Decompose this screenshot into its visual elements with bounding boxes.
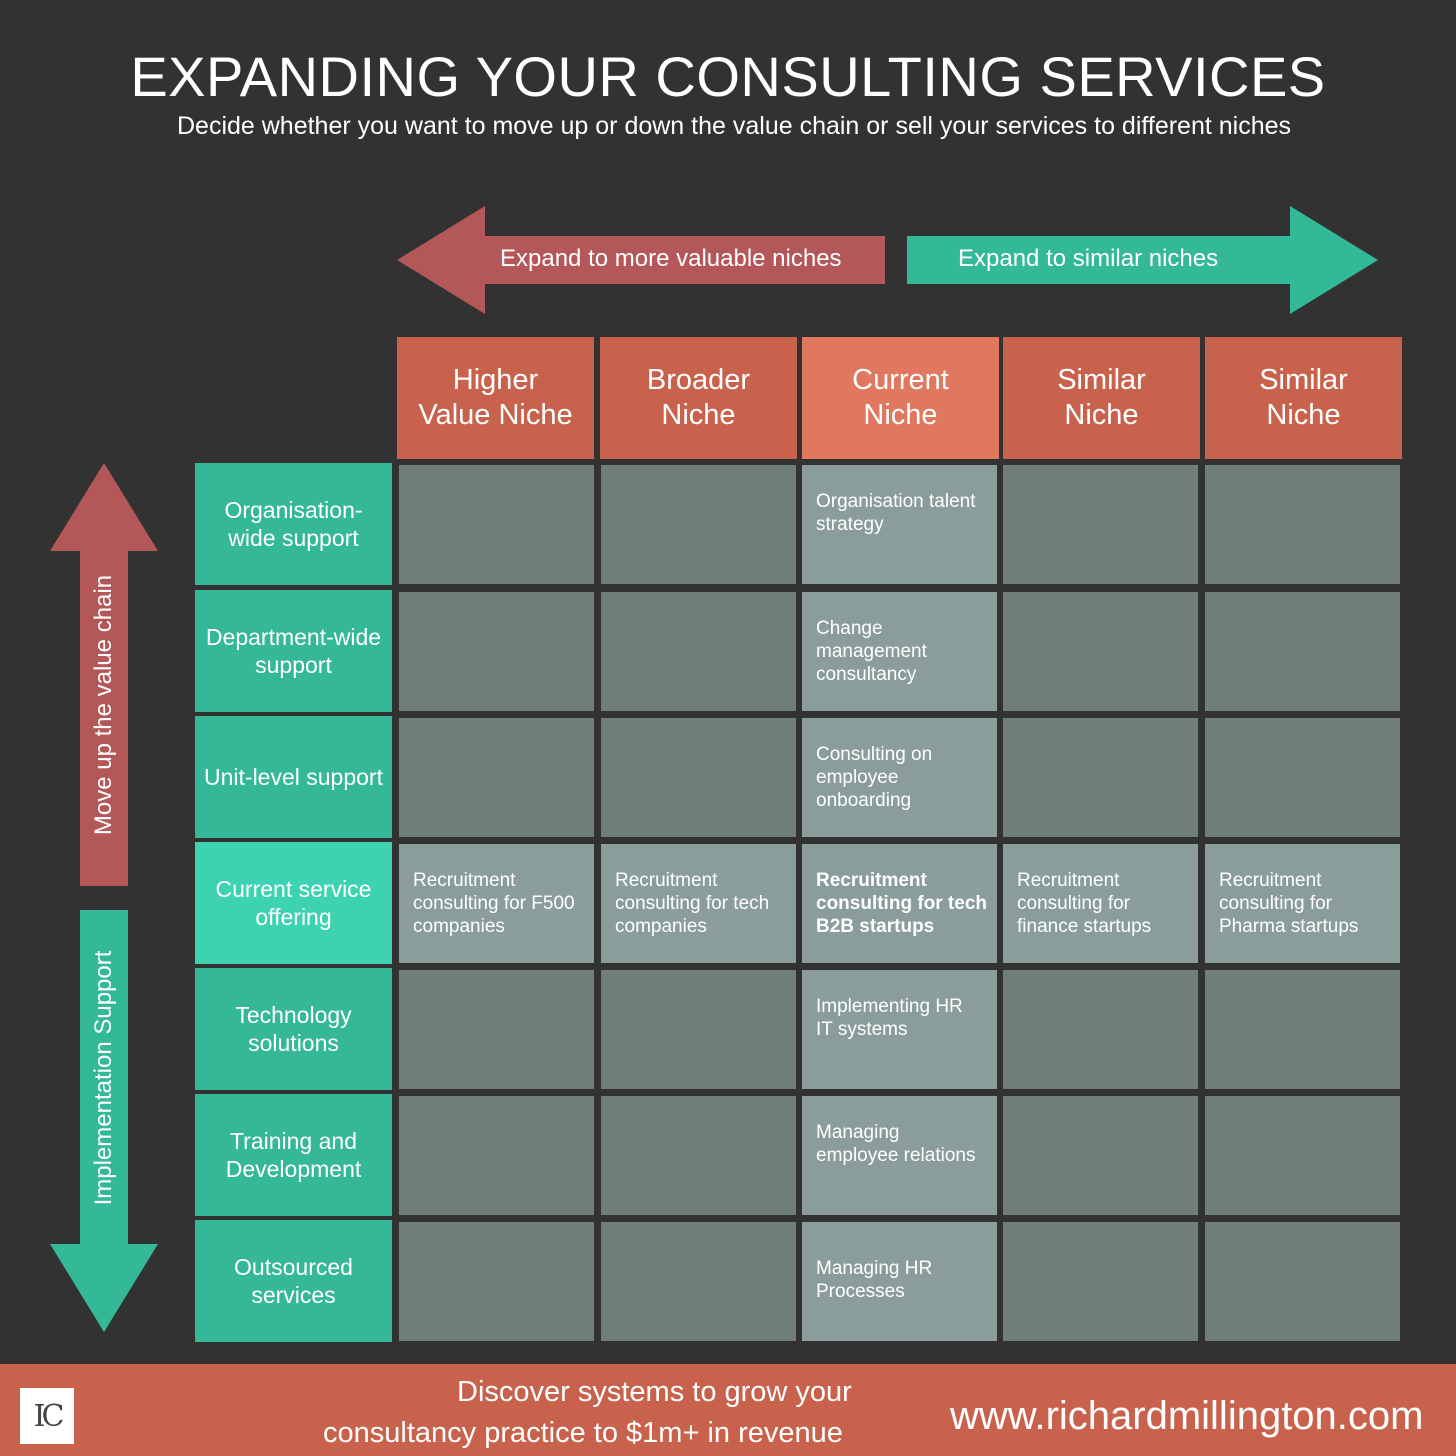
column-header-line1: Similar bbox=[1057, 364, 1146, 396]
grid-cell-hr-processes: Managing HR Processes bbox=[802, 1222, 997, 1341]
implementation-support-label: Implementation Support bbox=[90, 950, 117, 1206]
column-header-line1: Current bbox=[852, 364, 949, 396]
grid-cell bbox=[1003, 970, 1198, 1089]
right-arrow-icon bbox=[907, 206, 1378, 314]
row-header-current-offering: Current service offering bbox=[195, 842, 392, 964]
grid-cell bbox=[399, 1096, 594, 1215]
footer-website-link[interactable]: www.richardmillington.com bbox=[950, 1394, 1424, 1438]
up-arrow-icon bbox=[50, 463, 158, 886]
grid-cell-tech-recruitment: Recruitment consulting for tech companie… bbox=[601, 844, 796, 963]
row-header-technology: Technology solutions bbox=[195, 968, 392, 1090]
grid-cell-finance-recruitment: Recruitment consulting for finance start… bbox=[1003, 844, 1198, 963]
grid-cell-employee-relations: Managing employee relations bbox=[802, 1096, 997, 1215]
down-arrow-icon bbox=[50, 910, 158, 1332]
grid-cell-hr-it-systems: Implementing HR IT systems bbox=[802, 970, 997, 1089]
expand-similar-niches-arrow: Expand to similar niches bbox=[907, 206, 1378, 314]
grid-cell bbox=[1003, 465, 1198, 584]
grid-cell bbox=[1205, 718, 1400, 837]
column-header-line2: Niche bbox=[661, 399, 736, 431]
grid-cell bbox=[1003, 1096, 1198, 1215]
move-up-value-chain-arrow: Move up the value chain bbox=[50, 463, 158, 886]
grid-cell bbox=[1205, 465, 1400, 584]
grid-cell bbox=[601, 465, 796, 584]
footer-cta-line2: consultancy practice to $1m+ in revenue bbox=[323, 1417, 843, 1449]
column-header-line2: Niche bbox=[1266, 399, 1341, 431]
move-up-value-chain-label: Move up the value chain bbox=[90, 574, 117, 836]
expand-valuable-niches-label: Expand to more valuable niches bbox=[500, 245, 842, 272]
column-header-line2: Niche bbox=[1064, 399, 1139, 431]
row-header-unit-level: Unit-level support bbox=[195, 716, 392, 838]
grid-cell bbox=[399, 592, 594, 711]
grid-cell bbox=[399, 465, 594, 584]
column-header-line2: Value Niche bbox=[418, 399, 573, 431]
grid-cell bbox=[1003, 592, 1198, 711]
footer-banner: IC Discover systems to grow your consult… bbox=[0, 1364, 1456, 1456]
grid-cell bbox=[399, 970, 594, 1089]
grid-cell-organisation-talent-strategy: Organisation talent strategy bbox=[802, 465, 997, 584]
grid-cell bbox=[601, 592, 796, 711]
logo: IC bbox=[20, 1388, 74, 1444]
row-header-training: Training and Development bbox=[195, 1094, 392, 1216]
column-header-line1: Broader bbox=[646, 364, 751, 396]
grid-cell bbox=[399, 1222, 594, 1341]
grid-cell bbox=[1205, 1096, 1400, 1215]
footer-cta-line1: Discover systems to grow your bbox=[457, 1376, 852, 1408]
grid-cell bbox=[1205, 1222, 1400, 1341]
column-header-line1: Similar bbox=[1259, 364, 1348, 396]
grid-cell-employee-onboarding: Consulting on employee onboarding bbox=[802, 718, 997, 837]
grid-cell bbox=[1003, 1222, 1198, 1341]
row-header-department-wide: Department-wide support bbox=[195, 590, 392, 712]
column-header-line1: Higher bbox=[452, 364, 539, 396]
column-header-line2: Niche bbox=[863, 399, 938, 431]
grid-cell bbox=[601, 718, 796, 837]
grid-cell bbox=[1205, 592, 1400, 711]
grid-cell-pharma-recruitment: Recruitment consulting for Pharma startu… bbox=[1205, 844, 1400, 963]
row-header-outsourced: Outsourced services bbox=[195, 1220, 392, 1342]
implementation-support-arrow: Implementation Support bbox=[50, 910, 158, 1332]
grid-cell bbox=[399, 718, 594, 837]
grid-cell bbox=[601, 1222, 796, 1341]
expand-similar-niches-label: Expand to similar niches bbox=[958, 245, 1219, 272]
left-arrow-icon bbox=[397, 206, 885, 314]
grid-cell bbox=[601, 970, 796, 1089]
page-subtitle: Decide whether you want to move up or do… bbox=[176, 112, 1292, 140]
row-header-organisation-wide: Organisation-wide support bbox=[195, 463, 392, 585]
grid-cell bbox=[601, 1096, 796, 1215]
grid-cell-f500-recruitment: Recruitment consulting for F500 companie… bbox=[399, 844, 594, 963]
page-title: EXPANDING YOUR CONSULTING SERVICES bbox=[130, 45, 1326, 108]
expand-valuable-niches-arrow: Expand to more valuable niches bbox=[397, 206, 885, 314]
grid-cell bbox=[1003, 718, 1198, 837]
grid-cell bbox=[1205, 970, 1400, 1089]
grid-cell-tech-b2b-recruitment: Recruitment consulting for tech B2B star… bbox=[802, 844, 997, 963]
grid-cell-change-management: Change management consultancy bbox=[802, 592, 997, 711]
